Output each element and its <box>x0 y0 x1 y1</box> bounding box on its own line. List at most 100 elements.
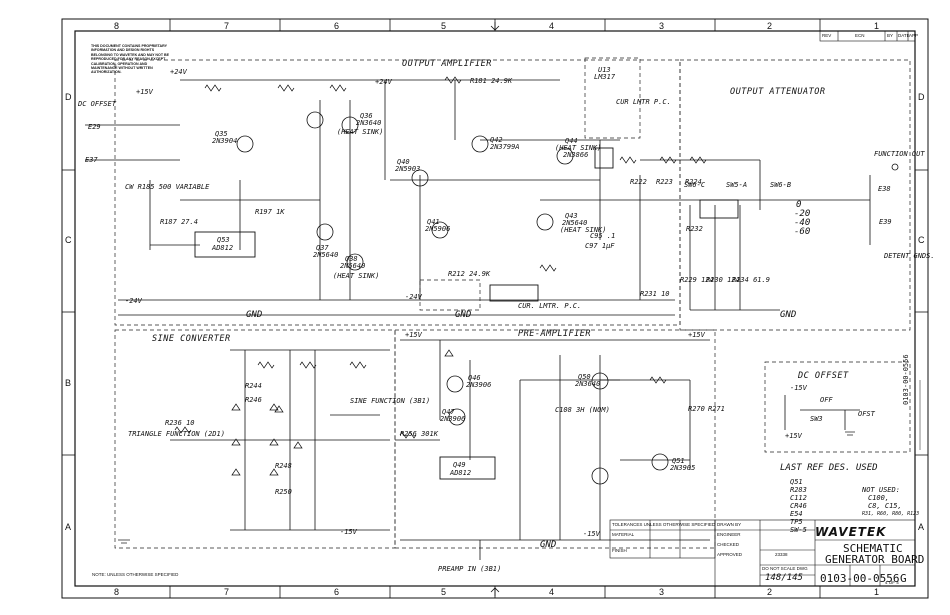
zone-C-left: C <box>65 235 72 245</box>
tb-engineer: ENGINEER <box>717 532 741 537</box>
label-gnd-1: GND <box>246 310 263 320</box>
label-q41-part: 2N5906 <box>425 225 451 233</box>
zone-7-bottom: 7 <box>224 587 230 597</box>
zone-A-left: A <box>65 522 72 532</box>
zone-2-top: 2 <box>767 21 773 31</box>
label-c97: C97 1µF <box>585 242 615 250</box>
zone-7-top: 7 <box>224 21 230 31</box>
label-sine-function: SINE FUNCTION (3B1) <box>350 397 431 405</box>
zone-8-top: 8 <box>114 21 120 31</box>
transistors <box>236 111 899 485</box>
label-q41: Q41 <box>427 218 440 226</box>
zone-6-bottom: 6 <box>334 587 340 597</box>
label-r244: R244 <box>245 382 262 390</box>
label-q46: Q46 <box>468 374 481 382</box>
label-minus15v-1: -15V <box>340 528 357 536</box>
drawing-revision: G <box>900 572 907 585</box>
label-sw6c[interactable]: SW6-C <box>684 181 706 189</box>
zone-C-right: C <box>918 235 925 245</box>
rev-hdr-by: BY <box>887 33 894 38</box>
notes-label: NOTE: UNLESS OTHERWISE SPECIFIED <box>92 572 179 577</box>
section-output-attenuator: OUTPUT ATTENUATOR <box>730 87 826 97</box>
center-arrow-top <box>490 22 500 31</box>
label-preamp-in: PREAMP IN (3B1) <box>438 565 502 573</box>
rev-hdr-rev: REV <box>822 33 832 38</box>
label-sw5a[interactable]: SW5-A <box>726 181 748 189</box>
zone-8-bottom: 8 <box>114 587 120 597</box>
ic-packages <box>194 147 739 480</box>
label-detent-gnds: DETENT GNDS. <box>884 252 935 260</box>
label-cur-lmtr-2: CUR. LMTR. P.C. <box>518 302 582 310</box>
label-q37-part: 2N5640 <box>313 251 339 259</box>
proprietary-notice: THIS DOCUMENT CONTAINS PROPRIETARY INFOR… <box>91 44 170 75</box>
label-q43-part: 2N5640 <box>562 219 588 227</box>
label-heat-sink-3: (HEAT SINK) <box>560 226 607 234</box>
label-r232: R232 <box>686 225 703 233</box>
label-q42-part: 2N3799A <box>490 143 520 151</box>
label-plus15v-3: +15V <box>136 88 153 96</box>
label-r229: R229 124 <box>680 276 714 284</box>
label-q38: Q38 <box>345 255 358 263</box>
label-plus15v-4: +15V <box>785 432 802 440</box>
drawing-title-line1: SCHEMATIC <box>843 542 903 555</box>
revision-block <box>819 30 916 42</box>
circuit-wiring <box>85 79 871 560</box>
last-ref-not-used-label: NOT USED: <box>862 486 900 494</box>
model-number: 148/145 <box>765 573 803 583</box>
zone-1-top: 1 <box>874 21 880 31</box>
last-ref-sw5: SW-5 <box>790 526 807 534</box>
label-att-20: -20 <box>794 209 811 219</box>
zone-2-bottom: 2 <box>767 587 773 597</box>
label-e29: E29 <box>88 123 101 131</box>
label-gnd-2: GND <box>455 310 472 320</box>
label-e37: E37 <box>85 156 98 164</box>
zone-D-left: D <box>65 92 72 102</box>
label-heat-sink-4: (HEAT SINK) <box>555 144 602 152</box>
last-ref-not-used-2: C8, C15, <box>868 502 902 510</box>
section-last-ref: LAST REF DES. USED <box>780 463 878 473</box>
tb-material: MATERIAL <box>612 532 635 537</box>
drawing-title-line2: GENERATOR BOARD <box>825 553 925 566</box>
tb-checked: CHECKED <box>717 542 740 547</box>
zone-6-top: 6 <box>334 21 340 31</box>
label-r223: R223 <box>656 178 673 186</box>
label-q44: Q44 <box>565 137 578 145</box>
last-ref-not-used-3: R31, R60, R80, R123 <box>862 511 920 517</box>
last-ref-e54: E54 <box>790 510 803 518</box>
label-sw6b[interactable]: SW6-B <box>770 181 792 189</box>
zone-A-right: A <box>918 522 925 532</box>
label-minus15v-3: -15V <box>790 384 807 392</box>
label-r212: R212 24.9K <box>448 270 491 278</box>
zone-4-top: 4 <box>549 21 555 31</box>
last-ref-tp5: TP5 <box>790 518 803 526</box>
label-r230: R230 124 <box>706 276 740 284</box>
label-r250: R250 <box>275 488 292 496</box>
diodes <box>231 349 454 476</box>
label-r236: R236 10 <box>165 419 195 427</box>
code-ident: 23338 <box>775 552 788 557</box>
label-r270: R270 <box>688 405 705 413</box>
section-pre-amplifier: PRE-AMPLIFIER <box>518 329 592 339</box>
label-gnd-4: GND <box>540 540 557 550</box>
label-heat-sink-1: (HEAT SINK) <box>337 128 384 136</box>
label-function-out: FUNCTION OUT <box>874 150 925 158</box>
sheet-number: 4 OF 4 <box>885 580 899 585</box>
last-ref-c112: C112 <box>790 494 807 502</box>
module-boundaries <box>114 57 911 549</box>
label-sw3[interactable]: SW3 <box>810 415 823 423</box>
label-r224: R224 <box>685 178 702 186</box>
label-q49: Q49 <box>453 461 466 469</box>
ground-symbols <box>118 431 855 544</box>
last-ref-q51: Q51 <box>790 478 803 486</box>
label-q53-part: AD812 <box>212 244 234 252</box>
label-q40-part: 2N5903 <box>395 165 421 173</box>
zone-5-bottom: 5 <box>441 587 447 597</box>
label-r185: CW R185 500 VARIABLE <box>125 183 210 191</box>
label-r222: R222 <box>630 178 647 186</box>
zone-4-bottom: 4 <box>549 587 555 597</box>
label-q35-part: 2N3904 <box>212 137 238 145</box>
label-triangle-function: TRIANGLE FUNCTION (2D1) <box>128 430 225 438</box>
label-q50: Q50 <box>578 373 591 381</box>
label-q47-part: 2N3906 <box>440 415 466 423</box>
